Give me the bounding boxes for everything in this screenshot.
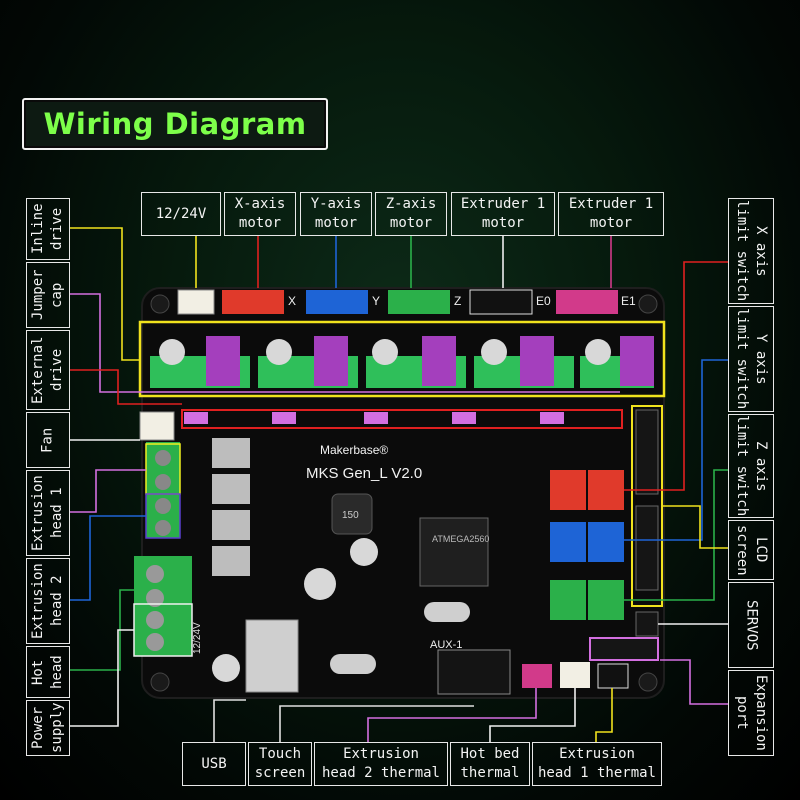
e0-silk-label: E0 [536, 294, 551, 308]
e1-thermal-connector [522, 664, 552, 688]
label-power-input: 12/24V [141, 192, 221, 236]
x-silk-label: X [288, 294, 296, 308]
y-silk-label: Y [372, 294, 380, 308]
pcb [141, 287, 665, 699]
diagram-title: Wiring Diagram [43, 107, 307, 141]
driver-row-frame [138, 320, 666, 398]
mcu-chip [419, 517, 489, 587]
e1-motor-connector [556, 290, 618, 314]
mount-hole-icon [638, 294, 658, 314]
e0-thermal-connector [597, 663, 629, 689]
expansion-header [589, 637, 659, 661]
servo-header [635, 611, 659, 637]
z-silk-label: Z [454, 294, 461, 308]
power-connector [177, 289, 215, 315]
label-servos: SERVOS [728, 582, 774, 668]
svg-text:AUX-1: AUX-1 [430, 639, 462, 651]
y-motor-connector [306, 290, 368, 314]
e1-silk-label: E1 [621, 294, 636, 308]
title-frame: Wiring Diagram [22, 98, 328, 150]
mount-hole-icon [638, 672, 658, 692]
z-motor-connector [388, 290, 450, 314]
model-text: MKS Gen_L V2.0 [306, 465, 422, 482]
volt-silk-label: 12/24V [192, 622, 203, 654]
mount-hole-icon [150, 294, 170, 314]
x-motor-connector [222, 290, 284, 314]
brand-text: Makerbase® [320, 443, 388, 457]
uart-row-frame [181, 409, 623, 429]
svg-text:ATMEGA2560: ATMEGA2560 [432, 534, 489, 544]
aux1-header [437, 649, 511, 695]
mount-hole-icon [150, 672, 170, 692]
bed-thermal-connector [560, 662, 590, 688]
stepper-drivers [150, 336, 654, 388]
e0-motor-connector [469, 289, 533, 315]
svg-text:150: 150 [342, 510, 359, 521]
usb-port [245, 619, 299, 693]
label-usb: USB [182, 742, 246, 786]
fan-connector [139, 411, 175, 441]
